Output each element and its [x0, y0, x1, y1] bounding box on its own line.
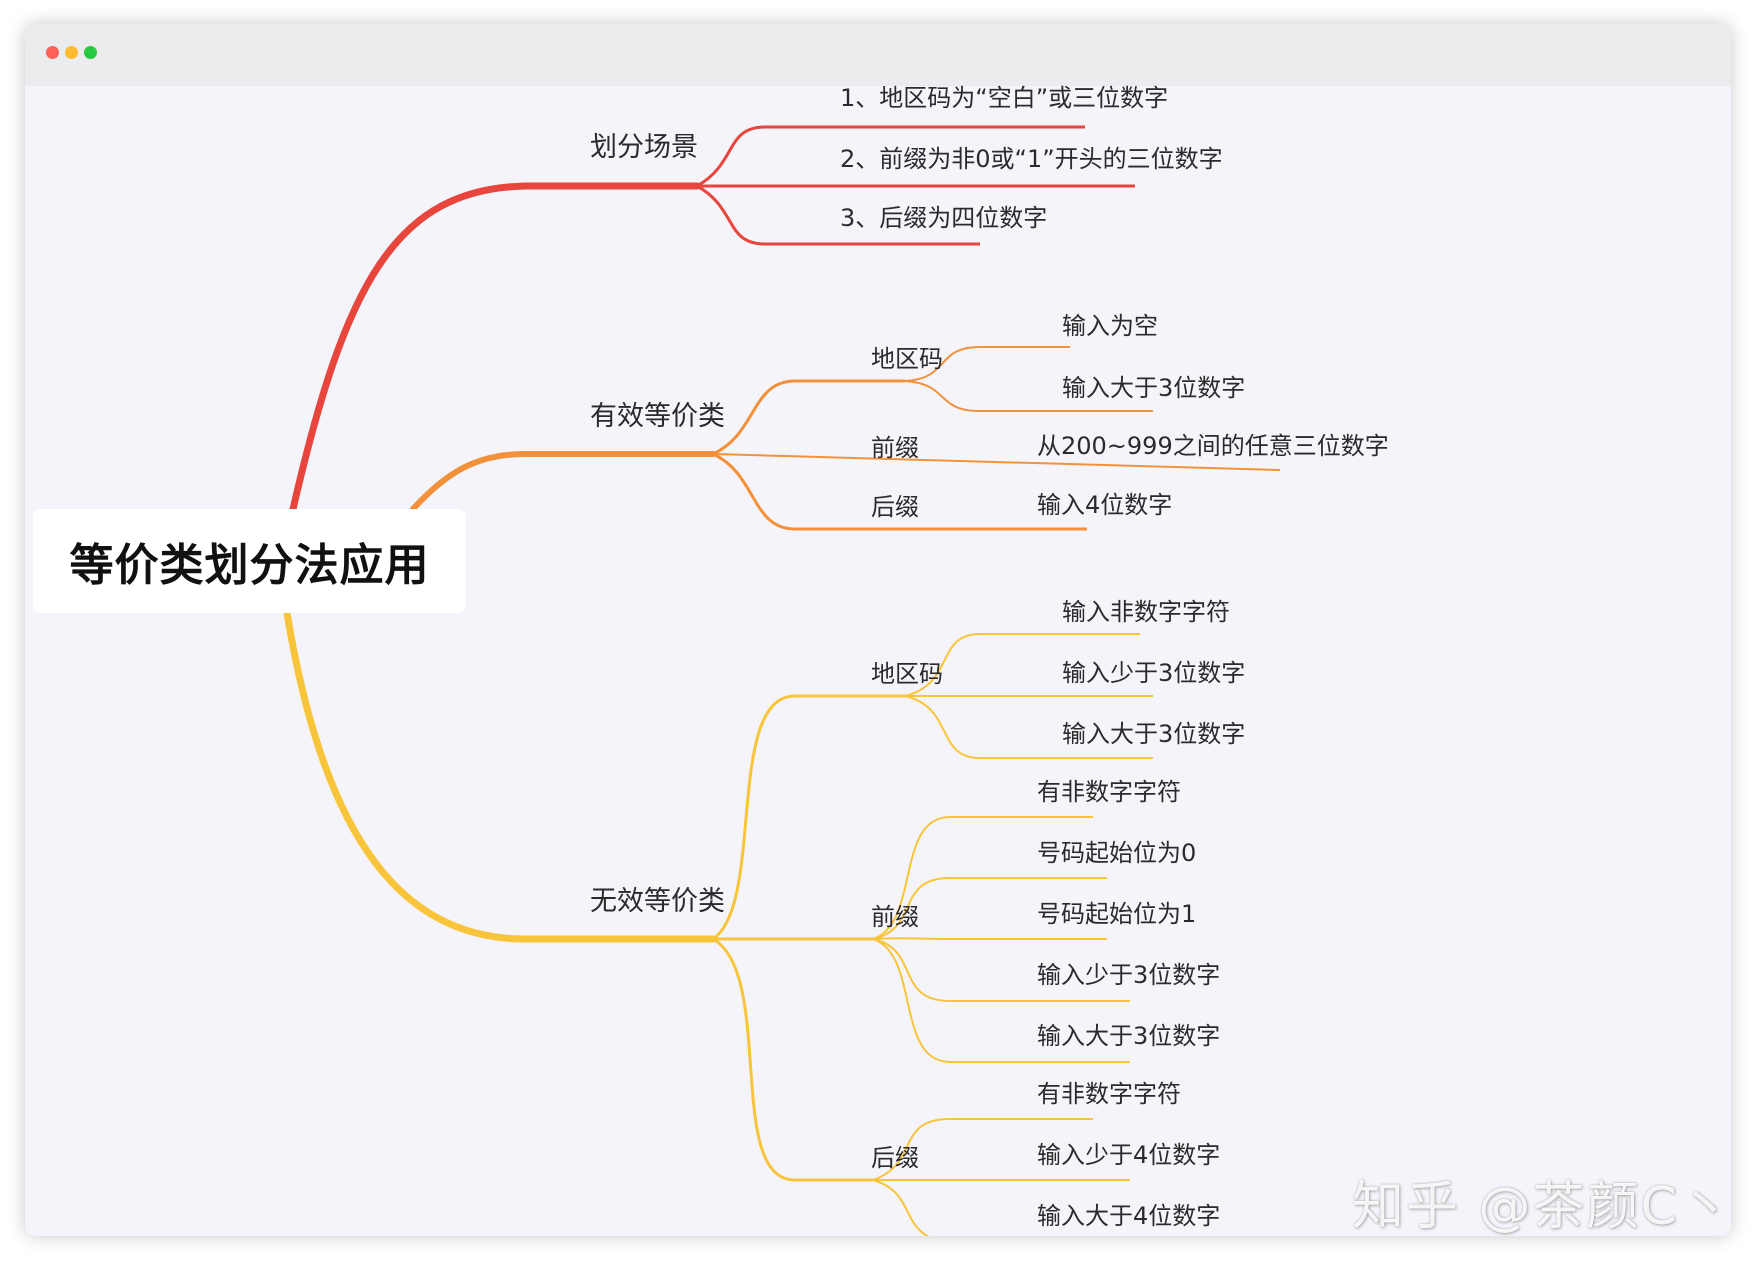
leaf-valid-area-2[interactable]: 输入大于3位数字	[1062, 374, 1246, 402]
connector-invalid-area-3	[904, 695, 1153, 759]
connector-invalid-area-1	[904, 633, 1140, 697]
leaf-valid-suffix-1[interactable]: 输入4位数字	[1037, 491, 1173, 519]
node-valid[interactable]: 有效等价类	[590, 401, 725, 432]
connector-scenario-1	[696, 125, 1085, 188]
branch-valid	[410, 451, 716, 512]
watermark: 知乎 @茶颜C丶	[1352, 1177, 1731, 1236]
node-valid-suffix[interactable]: 后缀	[871, 493, 919, 521]
connector-valid-area	[712, 379, 905, 456]
connector-valid-area-1	[904, 346, 1070, 382]
root-node-label: 等价类划分法应用	[69, 540, 430, 591]
connector-invalid-prefix-4	[872, 938, 1130, 1002]
node-invalid-suffix[interactable]: 后缀	[871, 1144, 919, 1172]
branch-invalid	[283, 609, 717, 943]
leaf-invalid-area-1[interactable]: 输入非数字字符	[1062, 598, 1230, 626]
close-button[interactable]	[46, 46, 59, 59]
connector-invalid-suffix-3	[872, 1179, 930, 1236]
leaf-invalid-prefix-5[interactable]: 输入大于3位数字	[1037, 1022, 1221, 1050]
zoom-button[interactable]	[84, 46, 97, 59]
leaf-invalid-suffix-2[interactable]: 输入少于4位数字	[1037, 1141, 1221, 1169]
title-bar	[25, 24, 1731, 86]
node-valid-area-code[interactable]: 地区码	[871, 345, 943, 373]
connector-invalid-prefix-5	[872, 938, 1130, 1063]
leaf-scenario-2[interactable]: 2、前缀为非0或“1”开头的三位数字	[840, 145, 1223, 173]
connector-invalid-suffix-1	[872, 1118, 1093, 1181]
connector-invalid-area	[712, 694, 905, 941]
root-node[interactable]: 等价类划分法应用	[33, 509, 466, 613]
connector-invalid-prefix-3	[872, 937, 1107, 940]
node-scenario[interactable]: 划分场景	[590, 132, 698, 163]
leaf-valid-area-1[interactable]: 输入为空	[1062, 312, 1158, 340]
node-valid-prefix[interactable]: 前缀	[871, 434, 919, 462]
leaf-valid-prefix-1[interactable]: 从200~999之间的任意三位数字	[1037, 432, 1389, 460]
connector-invalid-suffix	[712, 937, 873, 1182]
node-invalid-prefix[interactable]: 前缀	[871, 903, 919, 931]
app-window: 等价类划分法应用 划分场景 有效等价类 无效等价类 1、地区码为“空白”或三位数…	[25, 24, 1731, 1236]
leaf-invalid-area-3[interactable]: 输入大于3位数字	[1062, 720, 1246, 748]
leaf-invalid-suffix-3[interactable]: 输入大于4位数字	[1037, 1202, 1221, 1230]
leaf-scenario-3[interactable]: 3、后缀为四位数字	[840, 204, 1048, 232]
mindmap-connectors	[283, 125, 1281, 1236]
connector-valid-suffix	[712, 452, 1087, 531]
connector-valid-prefix	[712, 453, 1281, 471]
leaf-invalid-suffix-1[interactable]: 有非数字字符	[1037, 1080, 1181, 1108]
node-invalid-area-code[interactable]: 地区码	[871, 660, 943, 688]
node-invalid[interactable]: 无效等价类	[590, 886, 725, 917]
branch-scenario	[289, 182, 701, 513]
leaf-invalid-area-2[interactable]: 输入少于3位数字	[1062, 659, 1246, 687]
connector-invalid-prefix-1	[872, 816, 1093, 940]
leaf-invalid-prefix-2[interactable]: 号码起始位为0	[1037, 839, 1197, 867]
leaf-invalid-prefix-1[interactable]: 有非数字字符	[1037, 778, 1181, 806]
connector-scenario-3	[696, 184, 980, 246]
leaf-scenario-1[interactable]: 1、地区码为“空白”或三位数字	[840, 84, 1169, 112]
leaf-invalid-prefix-4[interactable]: 输入少于3位数字	[1037, 961, 1221, 989]
leaf-invalid-prefix-3[interactable]: 号码起始位为1	[1037, 900, 1197, 928]
connector-valid-area-2	[904, 380, 1153, 412]
connector-invalid-prefix-2	[872, 877, 1107, 940]
minimize-button[interactable]	[65, 46, 78, 59]
